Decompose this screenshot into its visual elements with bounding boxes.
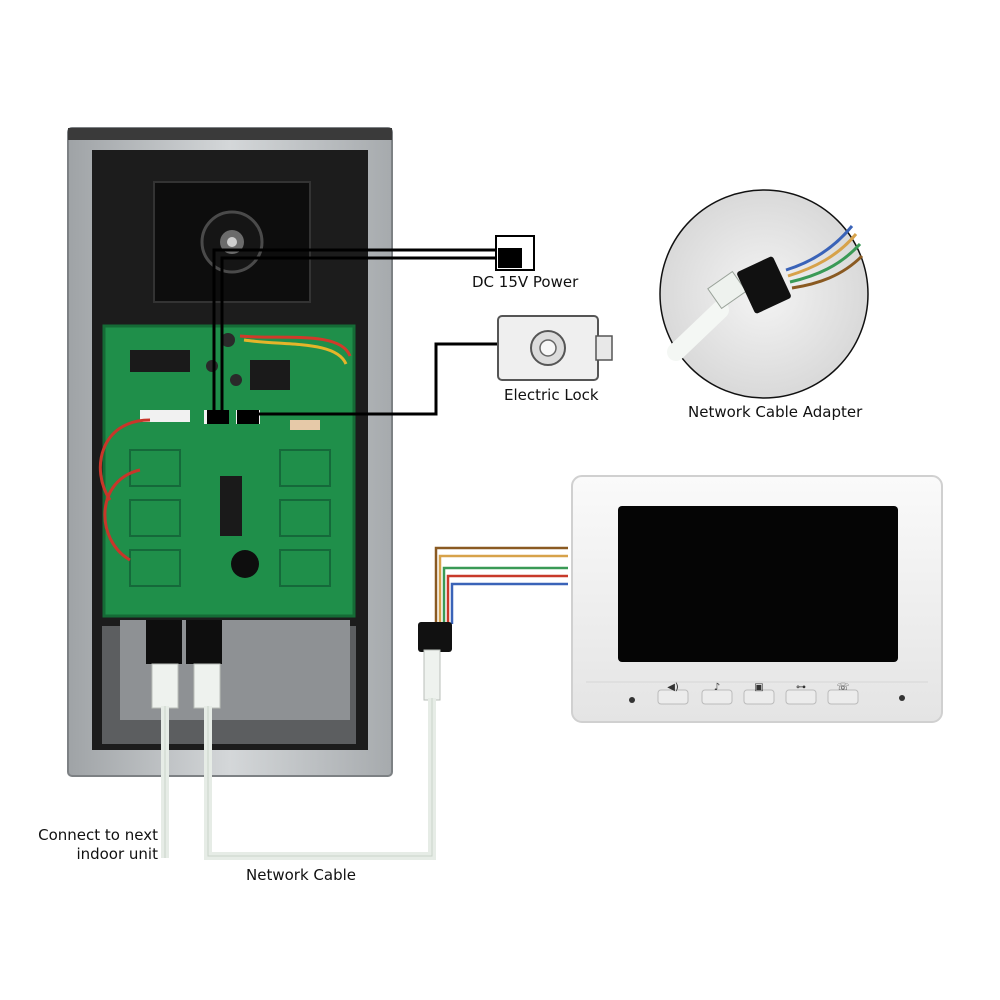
adapter-label: Network Cable Adapter xyxy=(688,403,863,421)
speaker-icon: ◀) xyxy=(667,682,679,693)
adapter-detail xyxy=(659,189,869,399)
key-icon: ⊶ xyxy=(796,682,806,693)
monitor-screen xyxy=(618,506,898,662)
next-unit-label-line2: indoor unit xyxy=(76,845,158,863)
speaker-button[interactable]: ◀) xyxy=(657,682,689,705)
rj45-socket-1 xyxy=(146,620,182,664)
music-note-icon: ♪ xyxy=(714,682,720,693)
music-button[interactable]: ♪ xyxy=(701,682,733,705)
rj45-socket-2 xyxy=(186,620,222,664)
monitor-button[interactable]: ▣ xyxy=(743,682,775,705)
circuit-board xyxy=(102,324,356,618)
wire-connector xyxy=(418,622,452,652)
power-supply xyxy=(495,235,535,271)
microphone-icon xyxy=(629,697,635,703)
handset-icon: ☏ xyxy=(837,682,850,693)
unlock-button[interactable]: ⊶ xyxy=(785,682,817,705)
power-label: DC 15V Power xyxy=(472,273,579,291)
network-cables xyxy=(161,698,436,860)
network-cable-label: Network Cable xyxy=(246,866,356,884)
lock-label: Electric Lock xyxy=(504,386,599,404)
adapter-connector xyxy=(737,256,791,314)
monitor-icon: ▣ xyxy=(754,682,763,693)
indoor-monitor: ◀) ♪ ▣ ⊶ ☏ xyxy=(571,475,943,723)
next-unit-label-line1: Connect to next xyxy=(38,826,158,844)
talk-button[interactable]: ☏ xyxy=(827,682,859,705)
monitor-wires xyxy=(418,546,568,701)
indicator-led xyxy=(899,695,905,701)
electric-lock xyxy=(497,315,613,381)
power-lock-wires xyxy=(207,248,498,424)
outdoor-unit xyxy=(67,127,393,777)
